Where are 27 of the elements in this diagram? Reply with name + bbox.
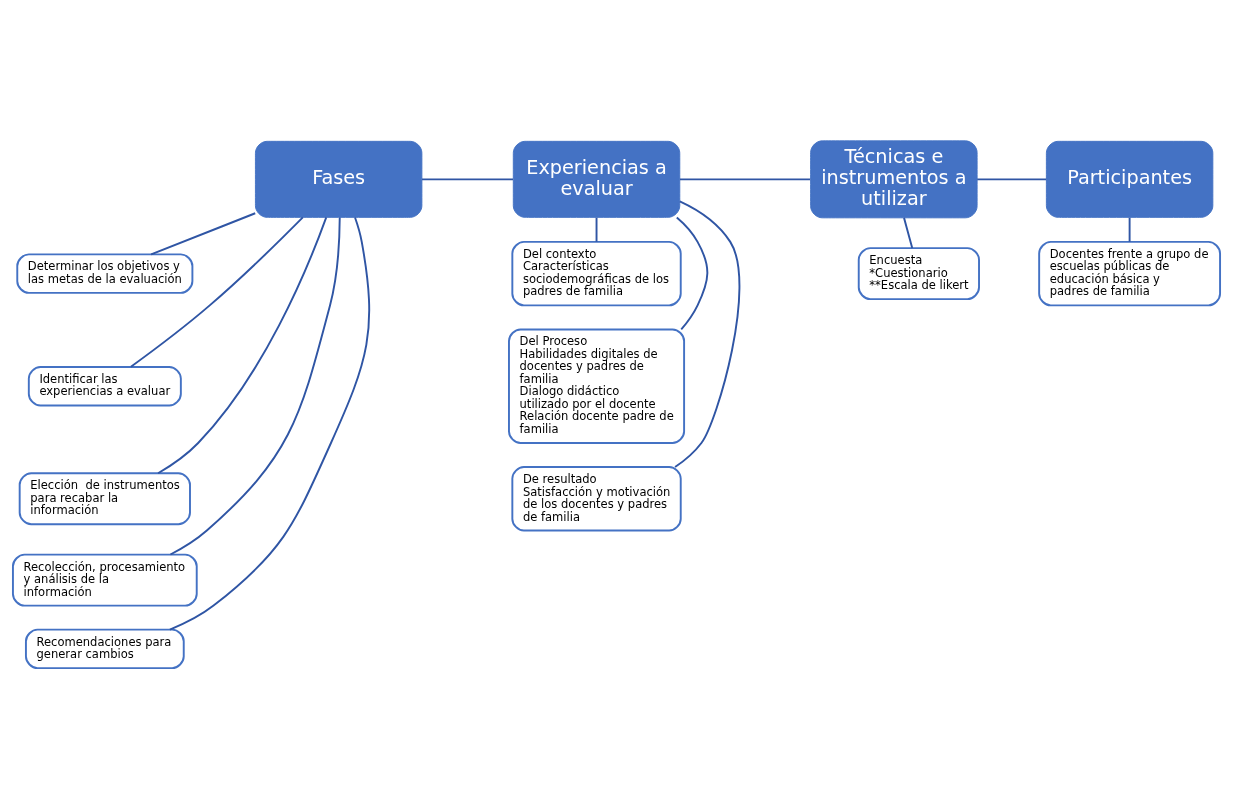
connector [678, 178, 812, 181]
node-box: Recomendaciones para generar cambios [24, 628, 185, 670]
node-box: Encuesta *Cuestionario **Escala de likert [857, 247, 980, 301]
connector [421, 178, 514, 181]
connector [150, 212, 257, 256]
node-box: Identificar las experiencias a evaluar [27, 366, 182, 407]
node-box: Participantes [1045, 140, 1214, 218]
connector [903, 216, 914, 250]
node-box: Del Proceso Habilidades digitales de docentes y padres de familia Dialogo didáctico utilizado por el docente Relación docente padre de familia [508, 328, 686, 444]
connector [976, 178, 1048, 181]
connector [1128, 216, 1131, 243]
connector [168, 216, 371, 631]
node-box: Fases [254, 140, 423, 218]
node-box: Del contexto Características sociodemográficas de los padres de familia [511, 240, 682, 307]
node-box: Determinar los objetivos y las metas de la evaluación [16, 253, 194, 294]
connector [157, 216, 328, 475]
connector [130, 216, 304, 368]
node-box: Técnicas e instrumentos a utilizar [810, 140, 978, 219]
node-box: Experiencias a evaluar [512, 140, 681, 218]
connector [595, 216, 598, 243]
node-box: Docentes frente a grupo de escuelas públicas de educación básica y padres de familia [1038, 240, 1221, 307]
connector [169, 216, 341, 556]
node-box: De resultado Satisfacción y motivación de los docentes y padres de familia [511, 466, 682, 532]
connector [674, 200, 741, 468]
connector [675, 216, 709, 331]
node-box: Recolección, procesamiento y análisis de la información [12, 553, 198, 607]
node-box: Elección de instrumentos para recabar la información [18, 472, 191, 526]
